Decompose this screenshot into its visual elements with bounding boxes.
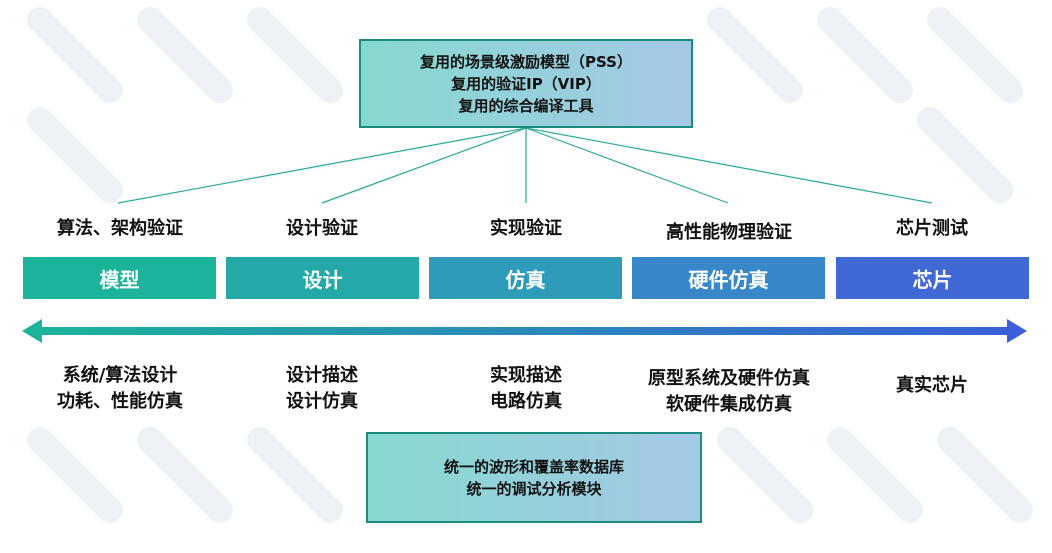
stage-desc-3-line-1: 实现描述 [490,365,562,386]
connector-line-2 [321,127,527,204]
stage-desc-4-line-1: 原型系统及硬件仿真 [648,368,810,389]
stage-bar-emulation: 硬件仿真 [632,257,825,299]
unified-line-2: 统一的调试分析模块 [466,479,602,498]
reuse-line-2: 复用的验证IP（VIP） [451,74,601,93]
stage-desc-4: 原型系统及硬件仿真 软硬件集成仿真 [619,366,839,418]
stage-desc-2-line-2: 设计仿真 [286,391,358,412]
stage-title-3: 实现验证 [490,218,562,239]
connector-line-4 [525,127,729,204]
stage-desc-3-line-2: 电路仿真 [490,391,562,412]
connector-line-5 [525,127,933,204]
stage-title-1: 算法、架构验证 [57,218,183,239]
stage-desc-2: 设计描述 设计仿真 [212,363,432,415]
stage-bar-chip: 芯片 [836,257,1029,299]
stage-desc-1: 系统/算法设计 功耗、性能仿真 [10,363,230,415]
stage-desc-3: 实现描述 电路仿真 [416,363,636,415]
stage-bar-design: 设计 [226,257,419,299]
stage-bar-model: 模型 [23,257,216,299]
unified-line-1: 统一的波形和覆盖率数据库 [443,457,624,476]
stage-desc-2-line-1: 设计描述 [286,365,358,386]
reuse-tools-box: 复用的场景级激励模型（PSS） 复用的验证IP（VIP） 复用的综合编译工具 [359,39,693,128]
stage-desc-4-line-2: 软硬件集成仿真 [666,394,792,415]
stage-title-5: 芯片测试 [896,218,968,239]
stage-title-2: 设计验证 [286,218,358,239]
stage-desc-1-line-1: 系统/算法设计 [62,365,178,386]
reuse-line-3: 复用的综合编译工具 [458,96,594,115]
connector-line-1 [117,127,527,204]
stage-bar-simulation: 仿真 [429,257,622,299]
stage-desc-5: 真实芯片 [822,373,1042,399]
unified-database-box: 统一的波形和覆盖率数据库 统一的调试分析模块 [366,432,702,523]
stage-desc-1-line-2: 功耗、性能仿真 [57,391,183,412]
stage-desc-5-line-1: 真实芯片 [896,375,968,396]
reuse-line-1: 复用的场景级激励模型（PSS） [420,52,632,71]
stage-title-4: 高性能物理验证 [666,222,792,243]
